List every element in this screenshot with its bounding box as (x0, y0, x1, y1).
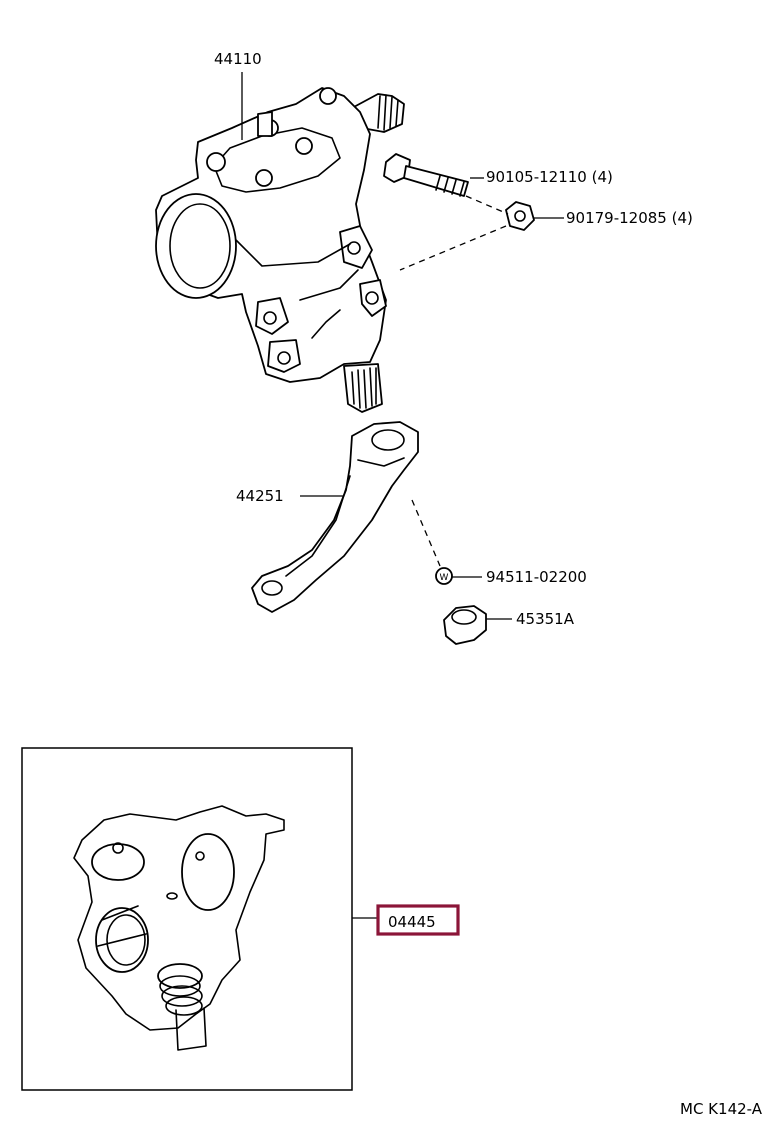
diagram-code: MC K142-A (680, 1100, 763, 1118)
part-number-44110[interactable]: 44110 (214, 50, 262, 68)
bolt-icon[interactable] (383, 153, 469, 197)
part-number-04445[interactable]: 04445 (388, 913, 436, 931)
part-number-45351A[interactable]: 45351A (516, 610, 575, 628)
part-number-44251[interactable]: 44251 (236, 487, 284, 505)
steering-gear-housing-drawing[interactable] (155, 87, 405, 413)
nut-icon[interactable] (505, 201, 535, 231)
part-number-90105-12110[interactable]: 90105-12110 (4) (486, 168, 613, 186)
part-number-94511-02200[interactable]: 94511-02200 (486, 568, 587, 586)
washer-symbol-text: W (440, 573, 449, 583)
castle-nut-icon[interactable] (443, 605, 487, 645)
washer-icon[interactable]: W (435, 567, 453, 585)
pitman-arm-drawing[interactable] (251, 421, 419, 613)
highlighted-part-box (376, 904, 460, 936)
part-number-90179-12085[interactable]: 90179-12085 (4) (566, 209, 693, 227)
gasket-kit-frame (21, 747, 353, 1091)
gasket-kit-drawing[interactable] (73, 805, 285, 1051)
